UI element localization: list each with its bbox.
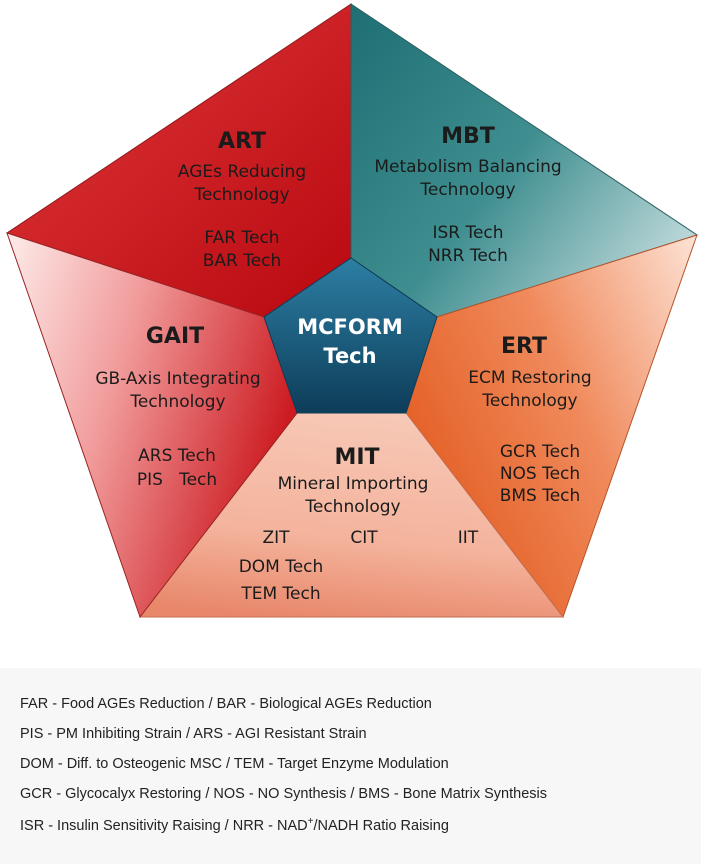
ert-tech-1: GCR Tech xyxy=(500,442,580,462)
mit-title: MIT xyxy=(334,445,379,470)
gait-title: GAIT xyxy=(146,324,204,349)
mbt-subtitle-1: Metabolism Balancing xyxy=(374,157,561,177)
art-subtitle-2: Technology xyxy=(193,185,289,205)
mbt-tech-2: NRR Tech xyxy=(428,246,508,266)
mit-tech-iit: IIT xyxy=(458,528,479,548)
abbreviation-legend: FAR - Food AGEs Reduction / BAR - Biolog… xyxy=(0,668,701,864)
mit-tech-zit: ZIT xyxy=(262,528,290,548)
mbt-tech-1: ISR Tech xyxy=(432,223,503,243)
center-title: MCFORM xyxy=(297,315,403,339)
gait-subtitle-1: GB-Axis Integrating xyxy=(95,369,260,389)
mit-subtitle-1: Mineral Importing xyxy=(278,474,429,494)
art-title: ART xyxy=(218,129,266,154)
ert-tech-2: NOS Tech xyxy=(500,464,580,484)
ert-subtitle-1: ECM Restoring xyxy=(468,368,591,388)
center-subtitle: Tech xyxy=(323,344,376,368)
gait-tech-2: PIS Tech xyxy=(137,470,217,490)
legend-line-pis-ars: PIS - PM Inhibiting Strain / ARS - AGI R… xyxy=(20,726,367,742)
gait-tech-1: ARS Tech xyxy=(138,446,216,466)
mit-subtitle-2: Technology xyxy=(304,497,400,517)
legend-isr-superscript: + xyxy=(307,816,314,827)
art-subtitle-1: AGEs Reducing xyxy=(178,162,306,182)
legend-isr-text-end: /NADH Ratio Raising xyxy=(313,817,449,834)
ert-title: ERT xyxy=(501,334,547,359)
ert-subtitle-2: Technology xyxy=(481,391,577,411)
art-tech-1: FAR Tech xyxy=(204,228,279,248)
legend-line-far-bar: FAR - Food AGEs Reduction / BAR - Biolog… xyxy=(20,696,432,712)
gait-subtitle-2: Technology xyxy=(129,392,225,412)
ert-tech-3: BMS Tech xyxy=(500,486,581,506)
center-pentagon xyxy=(263,257,438,414)
art-tech-2: BAR Tech xyxy=(203,251,282,271)
legend-line-isr-nrr: ISR - Insulin Sensitivity Raising / NRR … xyxy=(20,816,449,834)
pentagon-diagram: MCFORM Tech ART AGEs Reducing Technology… xyxy=(5,3,699,619)
mit-tech-tem: TEM Tech xyxy=(240,584,320,604)
legend-line-gcr-nos-bms: GCR - Glycocalyx Restoring / NOS - NO Sy… xyxy=(20,786,547,802)
mbt-subtitle-2: Technology xyxy=(419,180,515,200)
mit-tech-cit: CIT xyxy=(350,528,378,548)
legend-line-dom-tem: DOM - Diff. to Osteogenic MSC / TEM - Ta… xyxy=(20,756,449,772)
mit-tech-dom: DOM Tech xyxy=(239,557,324,577)
legend-isr-text: ISR - Insulin Sensitivity Raising / NRR … xyxy=(20,817,308,834)
mbt-title: MBT xyxy=(441,124,495,149)
